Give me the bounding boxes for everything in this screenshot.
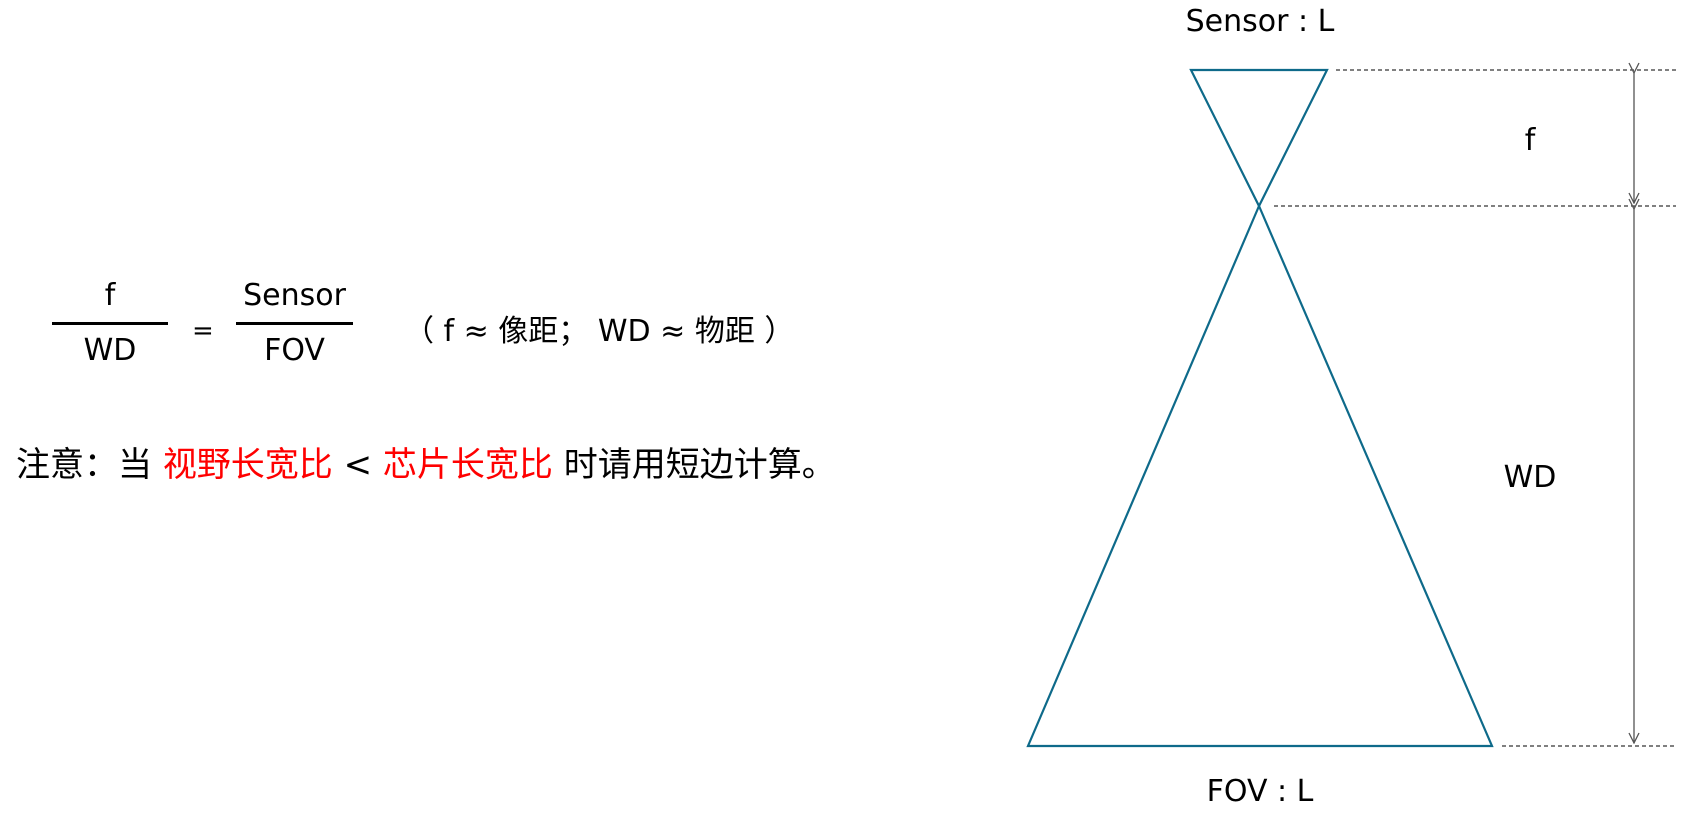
sensor-cone bbox=[1189, 68, 1329, 209]
formula-note: （ f ≈ 像距； WD ≈ 物距 ） bbox=[404, 314, 795, 349]
denominator-wd: WD bbox=[83, 333, 137, 368]
fraction-bar bbox=[52, 322, 168, 325]
note-suffix: 时请用短边计算。 bbox=[552, 445, 836, 485]
fraction-sensor-over-fov: Sensor FOV bbox=[236, 278, 353, 369]
wd-dimension-label: WD bbox=[1504, 460, 1557, 495]
denominator-fov: FOV bbox=[264, 333, 325, 368]
short-side-note: 注意：当 视野长宽比 < 芯片长宽比 时请用短边计算。 bbox=[16, 444, 836, 486]
formula: f WD = Sensor FOV （ f ≈ 像距； WD ≈ 物距 ） bbox=[52, 278, 832, 398]
note-term-fov-aspect: 视野长宽比 bbox=[162, 445, 333, 485]
fov-label: FOV : L bbox=[1207, 774, 1314, 809]
f-dimension-label: f bbox=[1525, 123, 1537, 158]
fraction-bar bbox=[236, 322, 353, 325]
note-term-sensor-aspect: 芯片长宽比 bbox=[382, 445, 553, 485]
fov-cone bbox=[1026, 203, 1494, 748]
equals-sign: = bbox=[192, 316, 214, 346]
fraction-f-over-wd: f WD bbox=[52, 278, 168, 369]
sensor-label: Sensor : L bbox=[1186, 4, 1335, 39]
numerator-sensor: Sensor bbox=[243, 278, 346, 313]
note-prefix: 注意：当 bbox=[16, 445, 163, 485]
note-less-than: < bbox=[332, 445, 383, 485]
numerator-f: f bbox=[104, 278, 116, 313]
